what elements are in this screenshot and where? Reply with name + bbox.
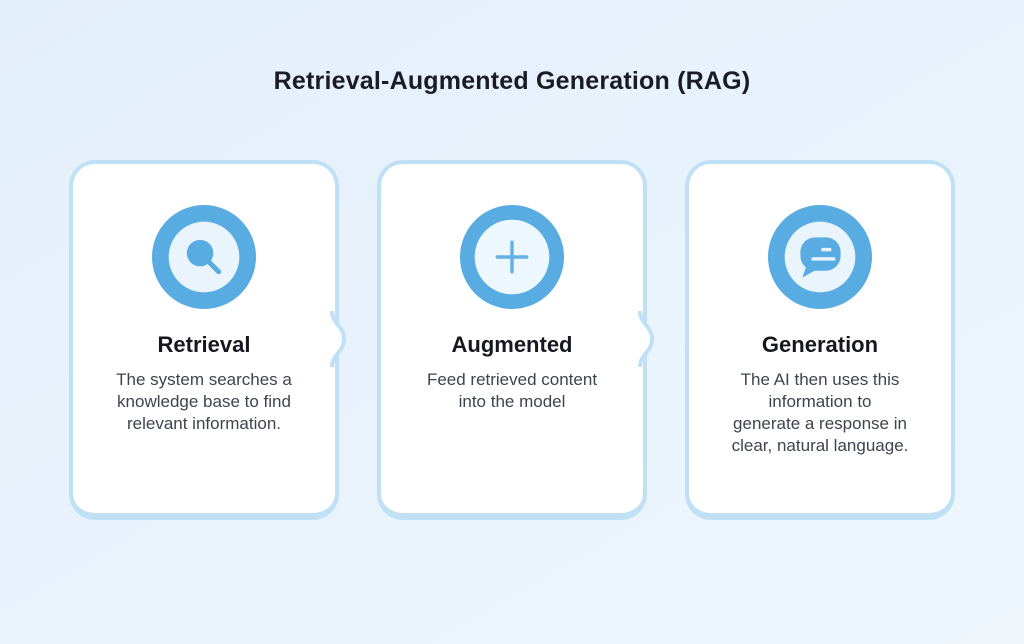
card-augmented: Augmented Feed retrieved content into th… bbox=[377, 160, 655, 520]
card-generation: Generation The AI then uses this informa… bbox=[685, 160, 955, 520]
card-title: Generation bbox=[761, 332, 879, 357]
card-description: The AI then uses this information to gen… bbox=[731, 370, 909, 455]
card-connector bbox=[330, 310, 347, 367]
card-connector bbox=[638, 310, 655, 367]
card-title: Augmented bbox=[451, 332, 573, 357]
page-title: Retrieval-Augmented Generation (RAG) bbox=[273, 67, 751, 95]
cards-row: Retrieval The system searches a knowledg… bbox=[0, 160, 1024, 520]
card-description: Feed retrieved content into the model bbox=[426, 370, 598, 411]
search-icon bbox=[151, 204, 257, 310]
card-retrieval: Retrieval The system searches a knowledg… bbox=[69, 160, 347, 520]
rag-infographic: Retrieval-Augmented Generation (RAG) Ret… bbox=[0, 67, 1024, 520]
plus-icon bbox=[459, 204, 565, 310]
card-title: Retrieval bbox=[157, 332, 251, 357]
card-description: The system searches a knowledge base to … bbox=[116, 370, 292, 433]
chat-bubble-icon bbox=[767, 204, 873, 310]
